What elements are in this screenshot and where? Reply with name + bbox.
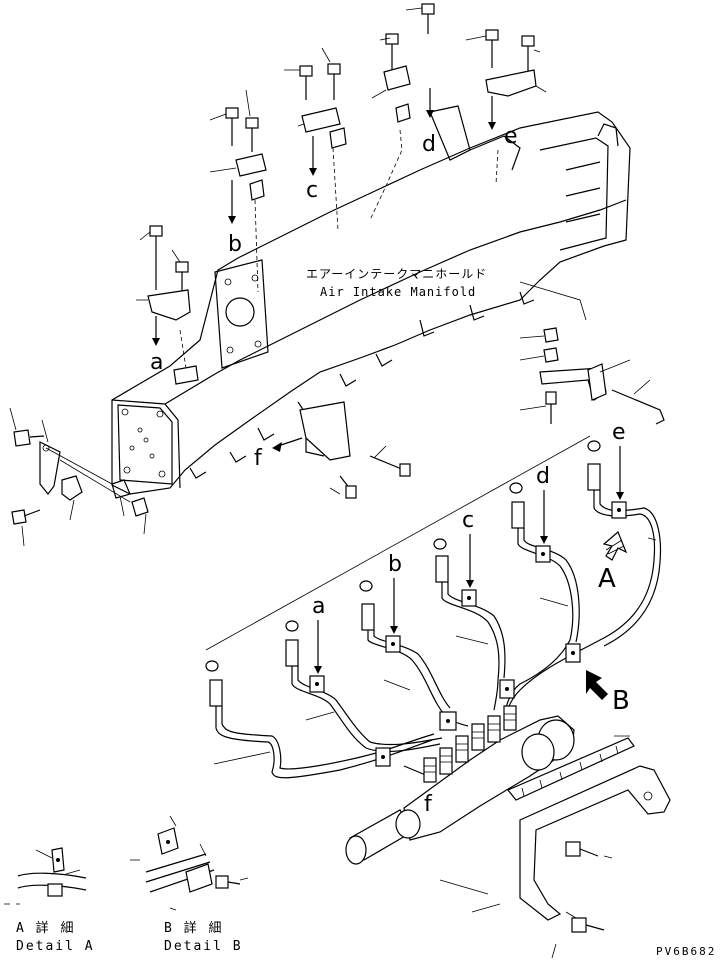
label-b-line: b	[388, 552, 402, 577]
detail-a-drawing	[4, 847, 87, 905]
top-bolts	[136, 3, 547, 385]
lower-left-parts	[9, 407, 149, 547]
label-f-line: f	[424, 792, 432, 817]
label-detail-b-marker: B	[612, 686, 630, 716]
drawing-code: PV6B682	[656, 945, 717, 958]
detail-a-title-en: Detail A	[16, 939, 95, 954]
mid-bracket	[272, 401, 411, 499]
label-f-top: f	[254, 446, 262, 471]
bolt-8	[245, 117, 259, 152]
manifold-title-jp: エアーインテークマニホールド	[306, 267, 488, 281]
detail-b-title-en: Detail B	[164, 939, 243, 954]
bolt-4	[521, 35, 535, 72]
detail-b-title-jp: B 詳 細	[164, 921, 224, 936]
label-detail-a-marker: A	[598, 564, 616, 594]
label-b-top: b	[228, 232, 242, 257]
label-a-line: a	[312, 594, 326, 619]
label-e-top: e	[504, 124, 518, 149]
bolt-3	[485, 29, 499, 68]
fuel-pump-assembly	[345, 705, 671, 959]
label-c-top: c	[306, 178, 319, 203]
label-a-top: a	[150, 350, 164, 375]
label-c-line: c	[462, 508, 475, 533]
bolt-1	[421, 3, 435, 34]
bolt-2	[385, 33, 399, 70]
label-d-top: d	[422, 132, 436, 157]
bolt-6	[327, 63, 341, 100]
label-e-line: e	[612, 420, 626, 445]
label-d-line: d	[536, 464, 550, 489]
bolt-7	[225, 107, 239, 146]
bolt-5	[299, 65, 313, 100]
manifold-title-en: Air Intake Manifold	[320, 285, 477, 299]
injection-lines	[205, 435, 662, 782]
bolt-9	[149, 225, 163, 290]
right-bracket	[519, 281, 665, 425]
detail-b-drawing	[130, 815, 249, 911]
detail-a-title-jp: A 詳 細	[16, 921, 76, 936]
air-intake-manifold	[111, 105, 631, 495]
